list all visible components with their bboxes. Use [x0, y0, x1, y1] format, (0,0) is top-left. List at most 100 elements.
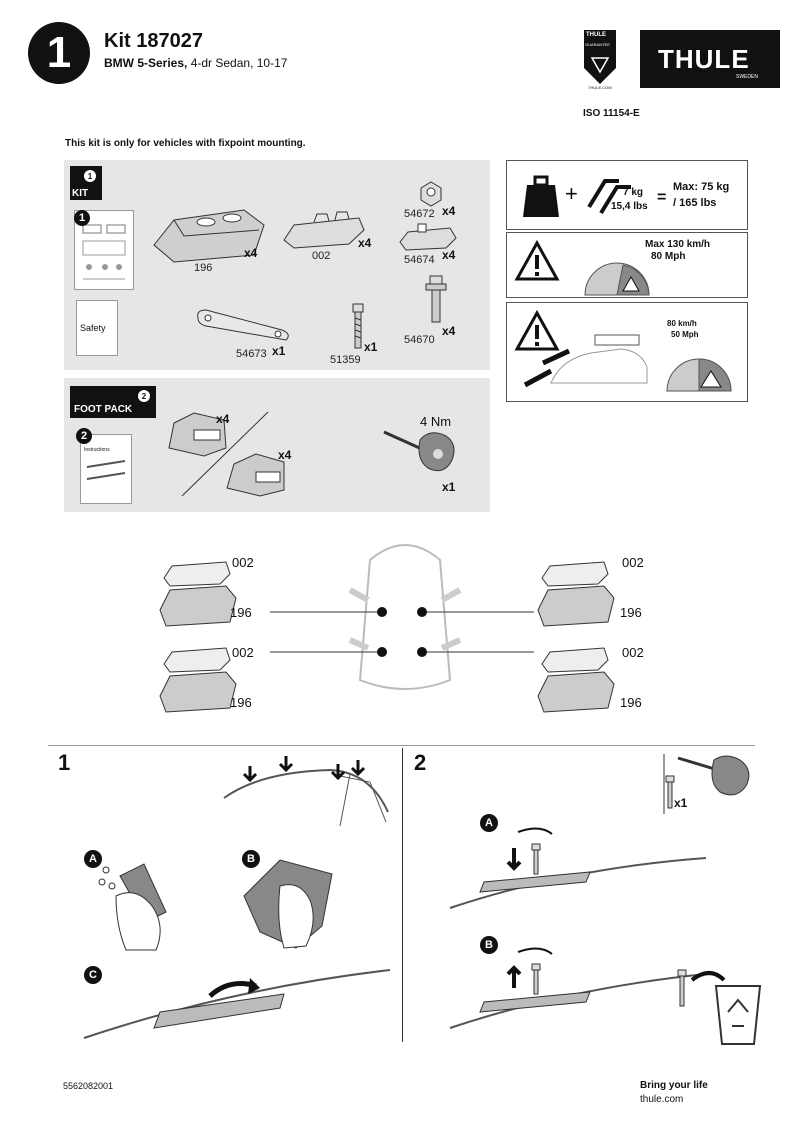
instructions-diagram-icon [86, 460, 126, 480]
vehicle-details: 4-dr Sedan, 10-17 [190, 56, 288, 70]
bolt-54670-icon [425, 275, 447, 323]
placement-label-front-right-002: 002 [622, 555, 644, 570]
part-code-54670: 54670 [404, 334, 435, 346]
placement-label-front-left-196: 196 [230, 605, 252, 620]
part-qty-54670: x4 [442, 324, 456, 338]
instructions-label: Instructions [84, 447, 110, 453]
foot-pack-tab-label: FOOT PACK [74, 404, 133, 415]
kit-tab: 1 KIT [70, 166, 102, 200]
part-qty-54673: x1 [272, 344, 286, 358]
cloth-wipe-icon [243, 859, 333, 949]
brand-tagline: Bring your life [640, 1080, 708, 1091]
steps-top-divider [48, 745, 755, 746]
nut-54672-icon [420, 181, 442, 207]
placement-label-rear-right-002: 002 [622, 645, 644, 660]
rack-weight-lbs: 15,4 lbs [611, 201, 648, 212]
speedometer-icon-2 [666, 358, 732, 392]
max-speed-kmh: Max 130 km/h [645, 239, 711, 250]
brand-website: thule.com [640, 1094, 684, 1105]
step-1-number: 1 [58, 750, 71, 775]
brand-name: THULE [658, 44, 750, 74]
step-1-b-badge: B [242, 850, 260, 868]
screw-and-key-icon [663, 754, 750, 814]
part-qty-54674: x4 [442, 248, 456, 262]
weight-rails-icon [523, 175, 631, 217]
part-code-196: 196 [194, 262, 213, 274]
part-code-54672: 54672 [404, 208, 435, 220]
steps-vertical-divider [402, 748, 403, 1042]
screw-remove-icon [449, 947, 707, 1029]
foot-icon-2 [226, 453, 285, 497]
recycle-bin-icon [677, 969, 762, 1045]
adapter-002-icon [283, 211, 365, 249]
part-code-51359: 51359 [330, 354, 361, 366]
foot-booklet-number: 2 [76, 428, 92, 444]
plate-54673-icon [197, 309, 289, 341]
braking-speed-kmh: 80 km/h [667, 319, 697, 328]
foot-divider-icon [181, 411, 269, 497]
rack-weight-kg: 7 kg [623, 187, 644, 198]
plus-icon: + [565, 181, 578, 206]
step-number: 1 [46, 28, 72, 77]
placement-label-front-left-002: 002 [232, 555, 254, 570]
step-2-screw-qty: x1 [674, 796, 688, 810]
foot-pack-tab-number: 2 [138, 390, 150, 402]
kit-tab-number: 1 [84, 170, 96, 182]
guarantee-badge: THULE GUARANTEE THULE.COM [582, 28, 618, 92]
braking-warning-box: 80 km/h 50 Mph [506, 302, 748, 402]
kit-panel: 1 KIT 1 Safety 196 x4 002 x4 54672 x4 [64, 160, 490, 370]
guarantee-shield-icon [584, 30, 616, 84]
part-code-002: 002 [312, 250, 331, 262]
screw-51359-icon [352, 303, 364, 349]
kit-title: Kit 187027 [104, 30, 203, 52]
step-2-a-badge: A [480, 814, 498, 832]
step-number-badge: 1 [28, 22, 90, 84]
foot-pack-panel: 2 FOOT PACK Instructions 2 x4 x4 4 Nm x1 [64, 378, 490, 512]
step-2-number: 2 [414, 750, 427, 775]
warning-triangle-icon-2 [514, 309, 560, 351]
footpad-196-icon [153, 209, 265, 263]
booklet-number: 1 [74, 210, 90, 226]
clamp-54674-icon [399, 223, 457, 251]
vehicle-model: BMW 5-Series, [104, 56, 188, 70]
kit-tab-label: KIT [72, 188, 89, 199]
equals-icon: = [657, 189, 667, 206]
step-2-b-badge: B [480, 936, 498, 954]
key-qty: x1 [442, 480, 456, 494]
badge-brand: THULE [586, 32, 606, 38]
car-load-icon [523, 334, 648, 388]
cleaner-spray-icon [98, 863, 167, 951]
foot-instructions-booklet: Instructions [80, 434, 132, 504]
brand-country: SWEDEN [736, 74, 758, 80]
booklet-diagram-icon [82, 224, 126, 280]
warning-triangle-icon [514, 239, 560, 281]
placement-label-rear-left-196: 196 [230, 695, 252, 710]
fixpoint-cover-remove-icon [83, 969, 391, 1039]
roof-fixpoint-icon [223, 756, 389, 827]
foot-qty-1: x4 [216, 412, 230, 426]
fixpoint-notice: This kit is only for vehicles with fixpo… [65, 138, 306, 149]
max-speed-mph: 80 Mph [651, 251, 686, 262]
part-qty-51359: x1 [364, 340, 378, 354]
placement-diagram [159, 544, 615, 713]
step-1-c-badge: C [84, 966, 102, 984]
foot-qty-2: x4 [278, 448, 292, 462]
speed-limit-box: Max 130 km/h 80 Mph [506, 232, 748, 298]
torque-value: 4 Nm [420, 414, 452, 429]
kit-instruction-booklet [74, 210, 134, 290]
safety-label: Safety [80, 323, 106, 333]
placement-label-rear-left-002: 002 [232, 645, 254, 660]
foot-icon-1 [168, 412, 227, 457]
safety-booklet: Safety [76, 300, 118, 356]
max-load-kg: Max: 75 kg [673, 181, 730, 193]
screw-insert-icon [449, 827, 707, 909]
speedometer-icon [584, 262, 650, 296]
max-load-lbs: / 165 lbs [673, 197, 717, 209]
step-1-a-badge: A [84, 850, 102, 868]
load-capacity-box: + 7 kg 15,4 lbs = Max: 75 kg / 165 lbs [506, 160, 748, 230]
foot-pack-tab: 2 FOOT PACK [70, 386, 156, 418]
badge-url: THULE.COM [588, 85, 612, 90]
braking-speed-mph: 50 Mph [671, 330, 699, 339]
placement-label-rear-right-196: 196 [620, 695, 642, 710]
badge-guarantee-text: GUARANTEE [585, 42, 610, 47]
